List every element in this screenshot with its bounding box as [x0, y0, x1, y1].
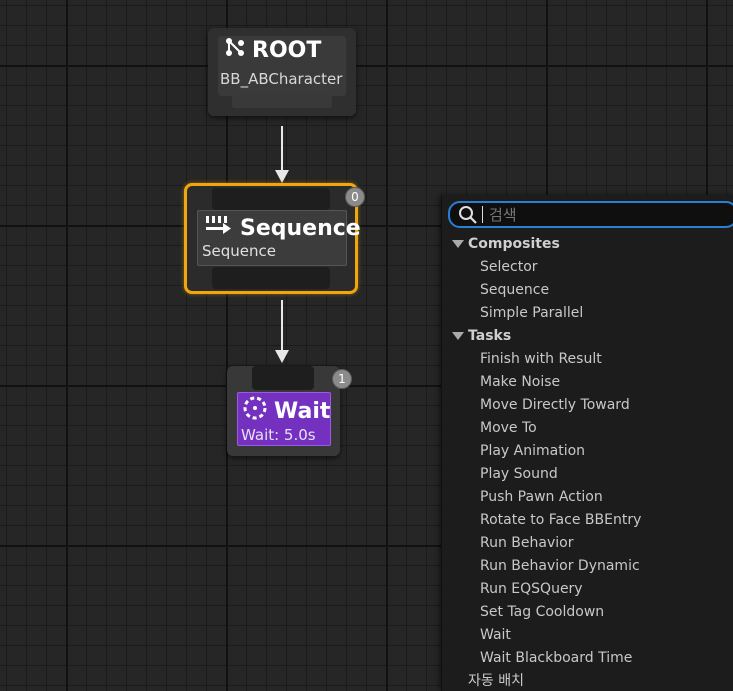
sequence-input-pin[interactable]: [212, 188, 330, 210]
search-field[interactable]: [448, 201, 733, 228]
menu-item-play-sound[interactable]: Play Sound: [480, 465, 558, 482]
category-tasks[interactable]: Tasks: [442, 324, 733, 347]
wait-node-subtitle: Wait: 5.0s: [241, 426, 316, 444]
root-node[interactable]: ROOT BB_ABCharacter: [208, 28, 356, 116]
wait-node-header: Wait: [242, 395, 330, 427]
menu-item-wait[interactable]: Wait: [480, 626, 511, 643]
auto-arrange-item[interactable]: 자동 배치: [468, 673, 524, 689]
root-node-body: [218, 36, 346, 96]
menu-item-set-tag-cooldown[interactable]: Set Tag Cooldown: [480, 603, 605, 620]
menu-item-wait-blackboard-time[interactable]: Wait Blackboard Time: [480, 649, 633, 666]
sequence-node-title: Sequence: [240, 215, 361, 241]
sequence-icon: [204, 214, 232, 242]
collapse-triangle-icon: [452, 239, 464, 248]
collapse-triangle-icon: [452, 331, 464, 340]
root-output-pin[interactable]: [232, 94, 332, 108]
search-icon: [458, 205, 478, 225]
wait-node-title: Wait: [274, 398, 331, 424]
menu-item-move-to[interactable]: Move To: [480, 419, 537, 436]
category-label: Composites: [468, 235, 560, 252]
sequence-node-body: Sequence Sequence: [197, 210, 361, 266]
menu-item-run-behavior-dynamic[interactable]: Run Behavior Dynamic: [480, 557, 640, 574]
menu-item-run-eqsquery[interactable]: Run EQSQuery: [480, 580, 583, 597]
sequence-output-pin[interactable]: [212, 267, 330, 289]
wait-input-pin[interactable]: [252, 366, 314, 390]
wait-timer-icon: [242, 395, 268, 427]
menu-item-run-behavior[interactable]: Run Behavior: [480, 534, 574, 551]
menu-item-make-noise[interactable]: Make Noise: [480, 373, 561, 390]
tree-root-icon: [224, 36, 246, 64]
sequence-node-header: Sequence: [204, 214, 361, 242]
menu-item-simple-parallel[interactable]: Simple Parallel: [480, 304, 584, 321]
menu-item-move-directly-toward[interactable]: Move Directly Toward: [480, 396, 630, 413]
wire-arrowhead: [275, 170, 289, 183]
menu-item-push-pawn-action[interactable]: Push Pawn Action: [480, 488, 603, 505]
menu-item-sequence[interactable]: Sequence: [480, 281, 550, 298]
menu-item-rotate-to-face-bbentry[interactable]: Rotate to Face BBEntry: [480, 511, 642, 528]
category-composites[interactable]: Composites: [442, 232, 733, 255]
root-node-subtitle: BB_ABCharacter: [220, 70, 343, 88]
sequence-node[interactable]: Sequence Sequence: [184, 183, 361, 294]
root-node-header: ROOT: [224, 36, 321, 64]
wait-node-body: Wait Wait: 5.0s: [237, 392, 331, 446]
search-input[interactable]: [487, 204, 721, 225]
menu-item-play-animation[interactable]: Play Animation: [480, 442, 586, 459]
menu-item-selector[interactable]: Selector: [480, 258, 538, 275]
root-node-title: ROOT: [252, 37, 322, 63]
category-label: Tasks: [468, 327, 512, 344]
wait-execution-index-badge: 1: [332, 369, 352, 389]
wire-arrowhead: [275, 350, 289, 363]
text-caret: [482, 206, 483, 223]
sequence-execution-index-badge: 0: [345, 187, 365, 207]
sequence-node-subtitle: Sequence: [202, 242, 276, 260]
menu-item-finish-with-result[interactable]: Finish with Result: [480, 350, 602, 367]
wait-node[interactable]: Wait Wait: 5.0s: [227, 366, 340, 456]
